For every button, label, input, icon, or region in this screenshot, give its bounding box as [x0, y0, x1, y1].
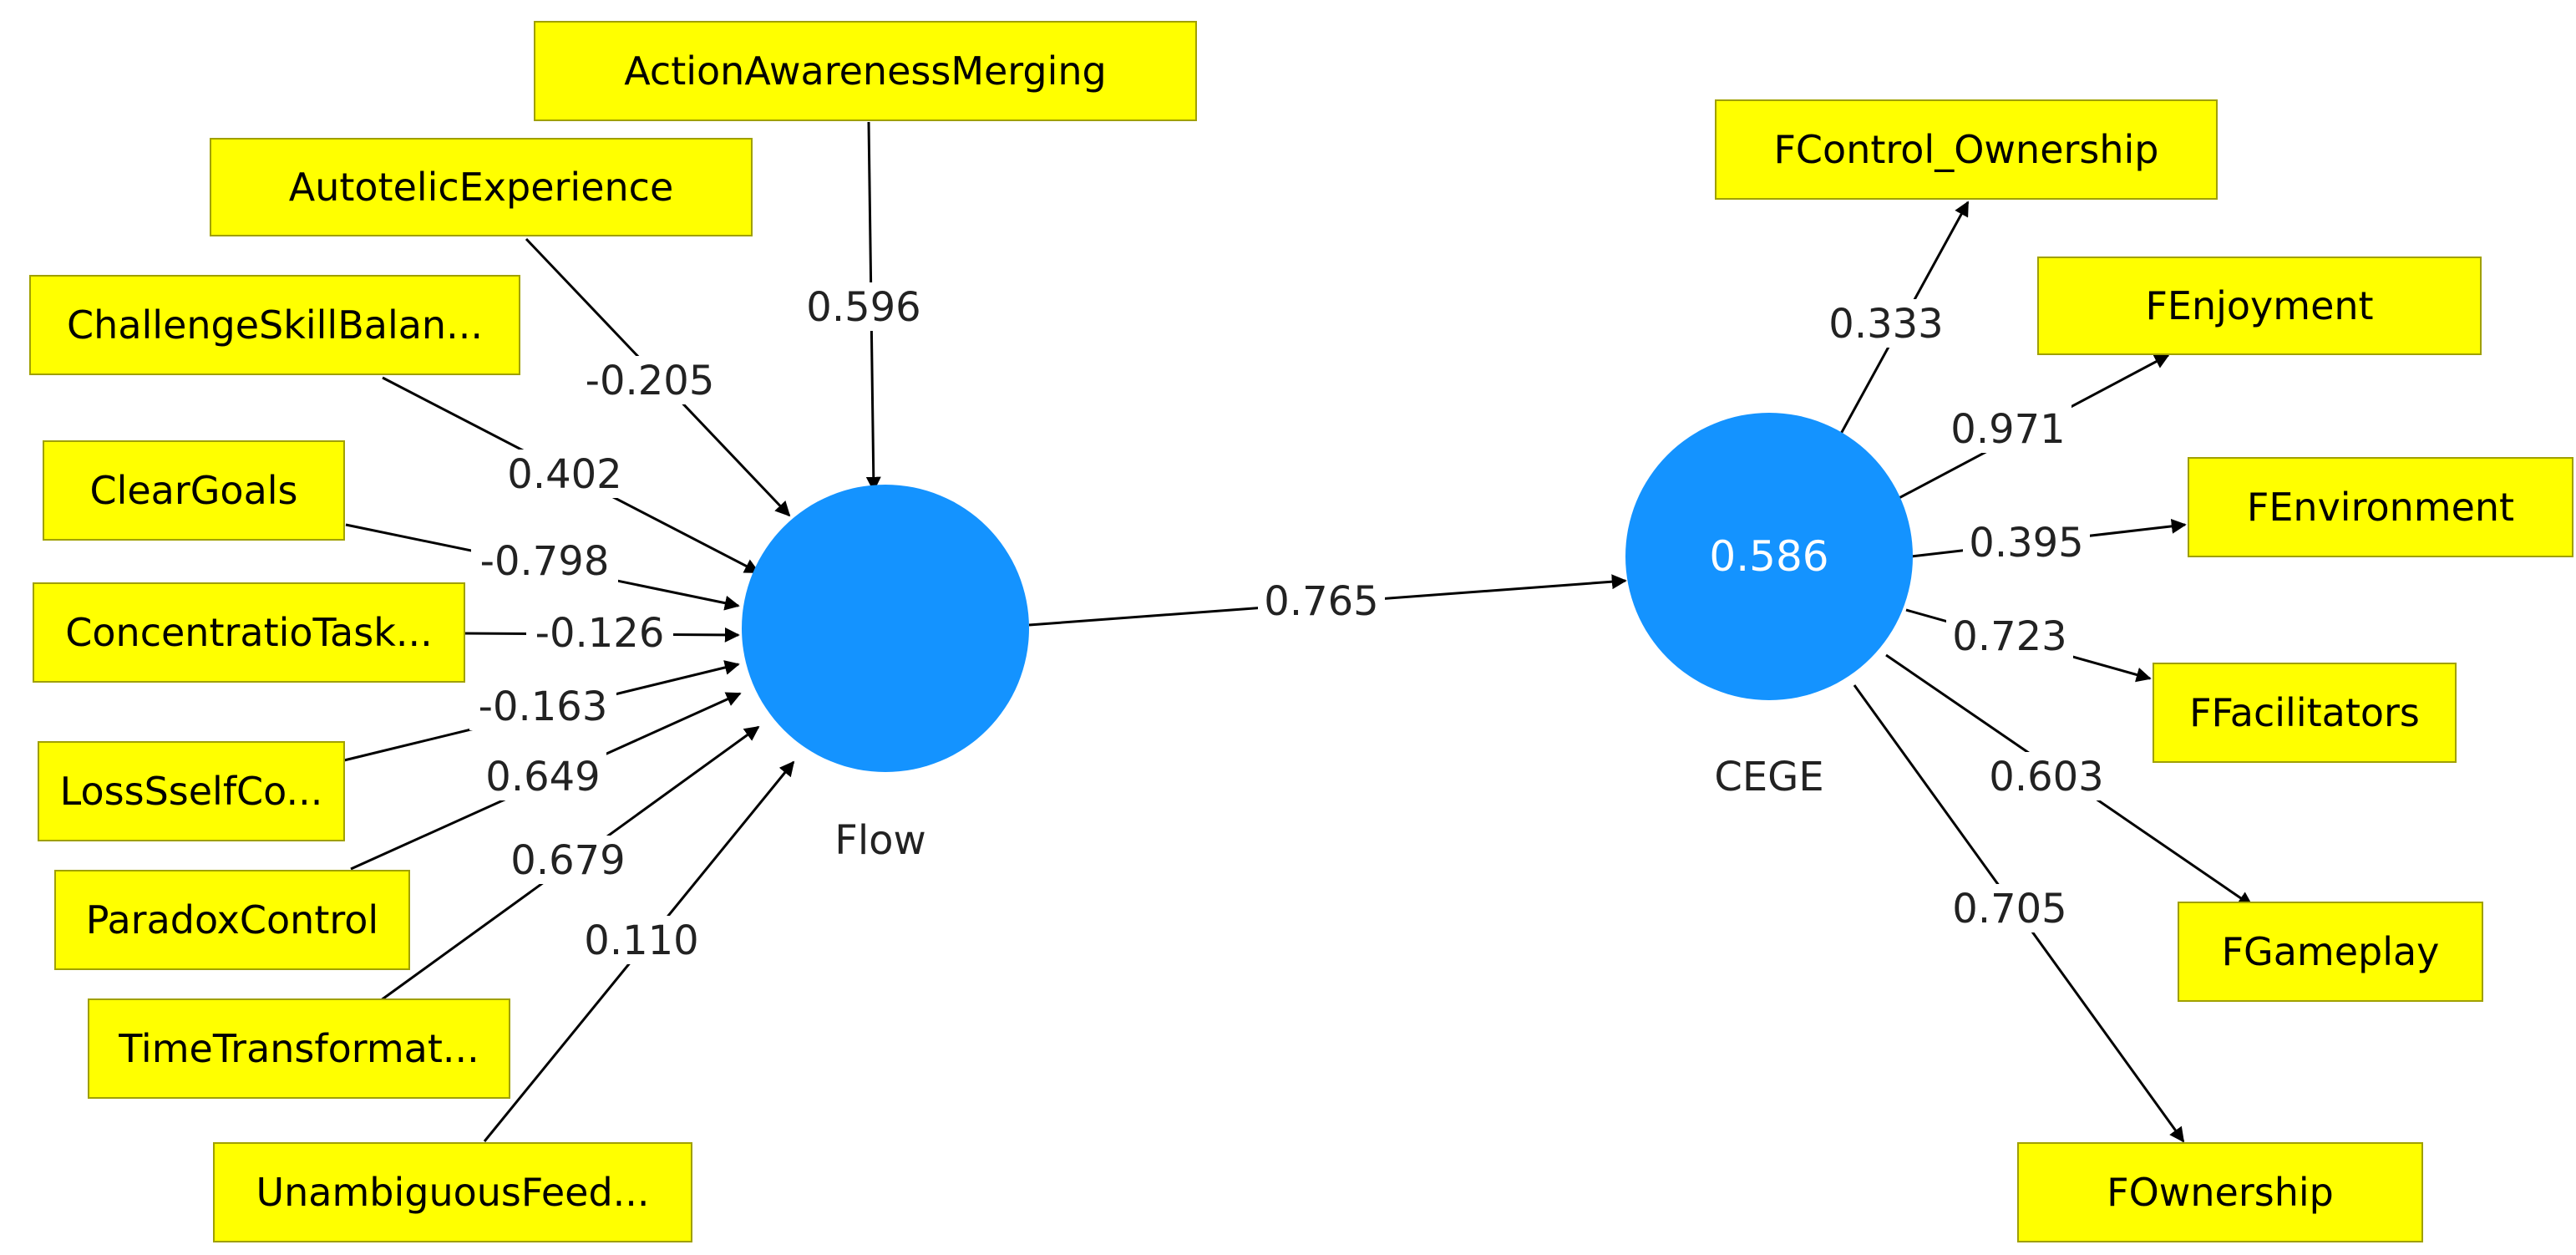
indicator-fownership[interactable]: FOwnership [2017, 1142, 2423, 1242]
flow-node-label: Flow [834, 817, 926, 864]
path-coefficient-label: 0.765 [1264, 578, 1378, 625]
indicator-loss-self-consciousness[interactable]: LossSselfCo... [38, 741, 345, 841]
weight-label: 0.110 [584, 917, 698, 964]
indicator-time-transformation[interactable]: TimeTransformat... [88, 998, 510, 1099]
indicator-autotelic-experience[interactable]: AutotelicExperience [210, 138, 753, 236]
weight-label: 0.649 [485, 754, 600, 800]
indicator-label: ConcentratioTask... [65, 610, 432, 655]
flow-node-circle [742, 485, 1029, 772]
loading-label: 0.333 [1828, 301, 1943, 348]
weight-label: -0.205 [586, 358, 715, 404]
weight-label: 0.596 [806, 284, 920, 331]
indicator-label: AutotelicExperience [289, 165, 674, 210]
cege-node-label: CEGE [1714, 754, 1823, 800]
flow-indicators: ActionAwarenessMerging AutotelicExperien… [29, 21, 1197, 1242]
weight-label: 0.679 [510, 837, 625, 884]
indicator-label: FGameplay [2222, 929, 2440, 974]
cege-indicators: FControl_Ownership FEnjoyment FEnvironme… [1715, 99, 2573, 1242]
weight-label: 0.402 [507, 451, 621, 498]
weight-label: -0.126 [535, 610, 665, 657]
loading-label: 0.723 [1952, 613, 2066, 660]
indicator-label: LossSselfCo... [60, 769, 323, 814]
indicator-fenvironment[interactable]: FEnvironment [2188, 457, 2573, 557]
indicator-concentration-task[interactable]: ConcentratioTask... [33, 582, 465, 683]
indicator-label: ClearGoals [89, 468, 297, 513]
indicator-ffacilitators[interactable]: FFacilitators [2153, 663, 2457, 763]
loading-label: 0.395 [1969, 520, 2083, 567]
indicator-fgameplay[interactable]: FGameplay [2178, 902, 2483, 1002]
path-coefficient: 0.765 [1258, 577, 1385, 625]
loading-label: 0.971 [1950, 406, 2065, 453]
indicator-clear-goals[interactable]: ClearGoals [43, 440, 345, 541]
indicator-label: UnambiguousFeed... [256, 1170, 649, 1215]
indicator-label: FOwnership [2107, 1170, 2334, 1215]
indicator-label: ParadoxControl [86, 897, 378, 943]
indicator-challenge-skill-balance[interactable]: ChallengeSkillBalan... [29, 275, 520, 375]
indicator-label: TimeTransformat... [118, 1026, 479, 1071]
loading-label: 0.705 [1952, 886, 2066, 932]
indicator-action-awareness-merging[interactable]: ActionAwarenessMerging [534, 21, 1197, 121]
cege-r2-value: 0.586 [1709, 532, 1828, 581]
indicator-paradox-control[interactable]: ParadoxControl [54, 870, 410, 970]
weight-label: -0.163 [479, 683, 608, 730]
indicator-label: FFacilitators [2189, 690, 2420, 735]
cege-indicator-loadings: 0.333 0.971 0.395 0.723 0.603 0.705 [1823, 299, 2110, 932]
indicator-label: ActionAwarenessMerging [624, 48, 1107, 94]
indicator-label: FEnjoyment [2145, 283, 2373, 328]
indicator-label: ChallengeSkillBalan... [67, 302, 483, 348]
cege-node-circle [1625, 413, 1913, 700]
construct-flow[interactable]: Flow [742, 485, 1029, 864]
indicator-fenjoyment[interactable]: FEnjoyment [2037, 257, 2482, 355]
weight-label: -0.798 [480, 538, 610, 585]
flow-indicator-weights: 0.596 -0.205 0.402 -0.798 -0.126 -0.163 … [469, 282, 925, 964]
indicator-fcontrol-ownership[interactable]: FControl_Ownership [1715, 99, 2218, 200]
indicator-label: FControl_Ownership [1773, 127, 2158, 172]
construct-cege[interactable]: 0.586 CEGE [1625, 413, 1913, 800]
indicator-label: FEnvironment [2247, 485, 2514, 530]
loading-label: 0.603 [1989, 754, 2103, 800]
indicator-unambiguous-feedback[interactable]: UnambiguousFeed... [213, 1142, 692, 1242]
